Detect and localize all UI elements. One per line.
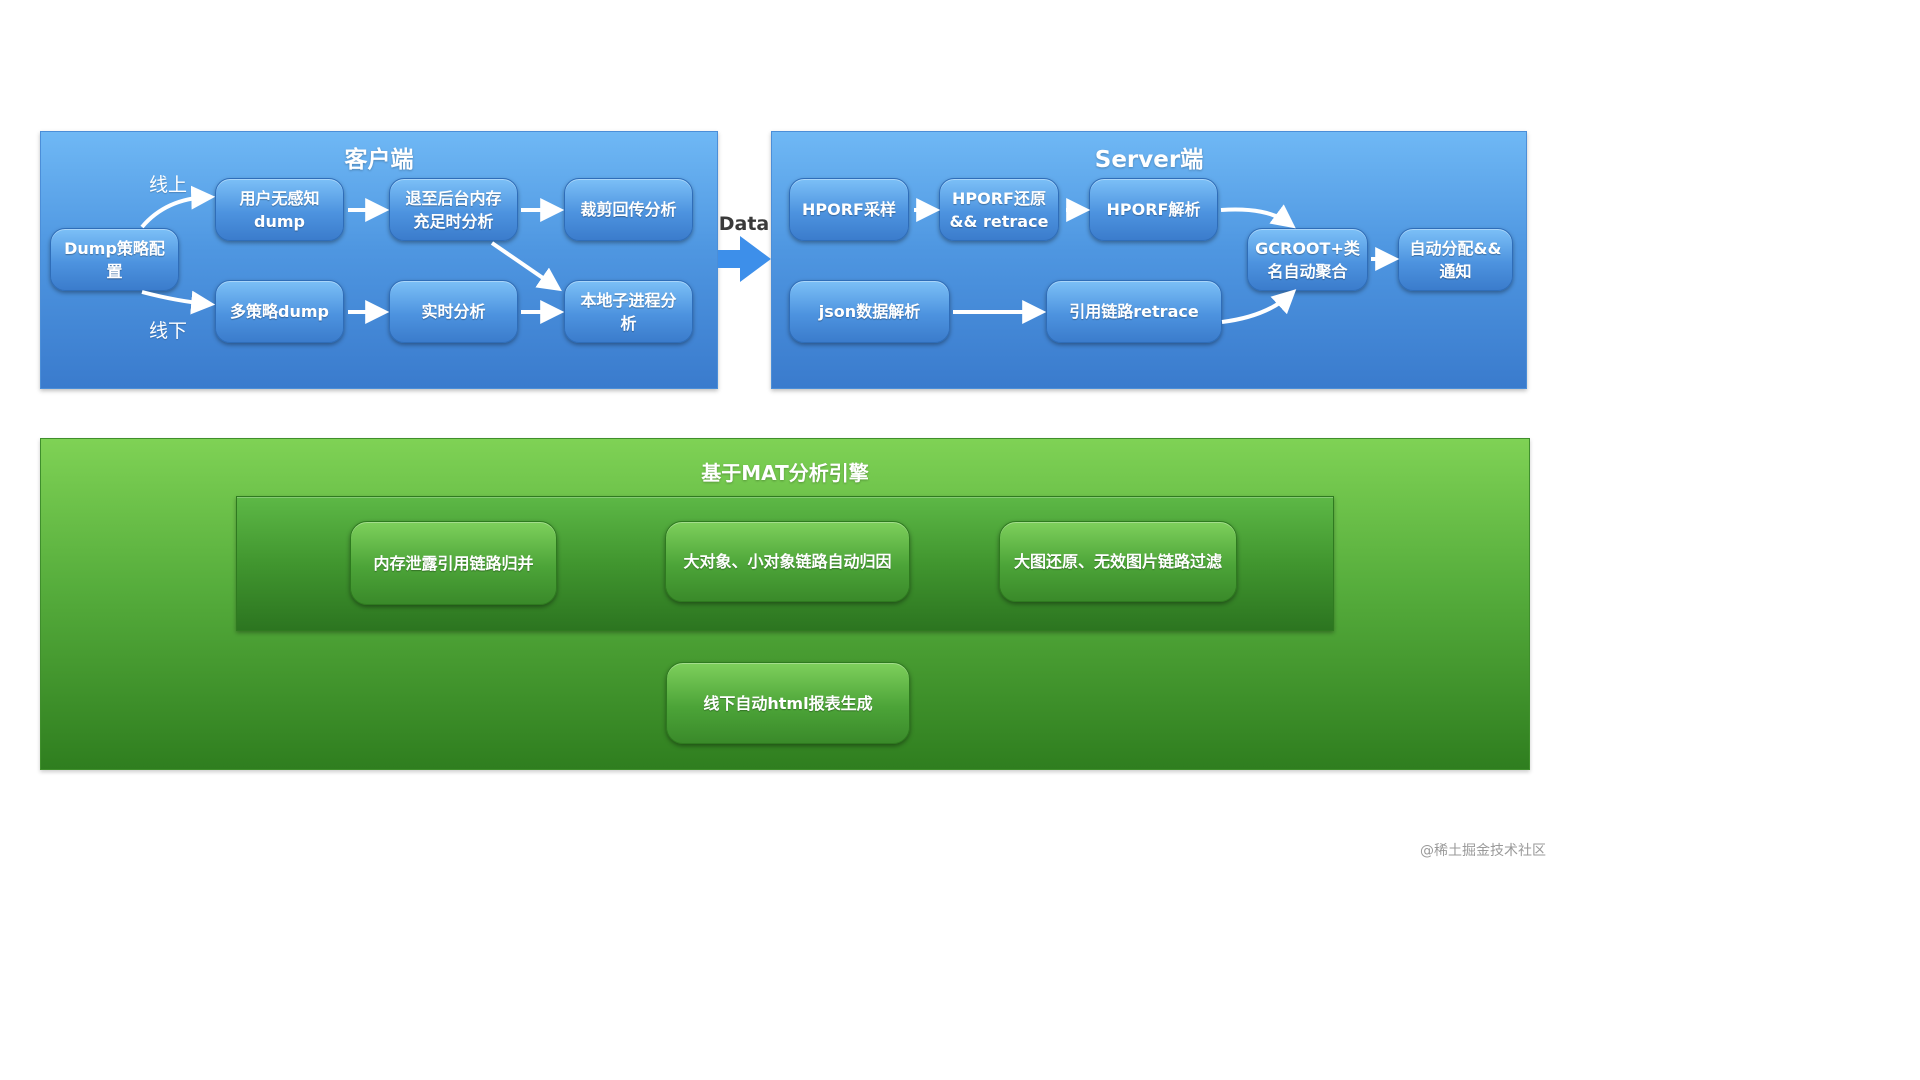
ref-retrace-label: 引用链路retrace bbox=[1069, 302, 1199, 321]
auto-dispatch-node: 自动分配&& 通知 bbox=[1398, 228, 1513, 291]
watermark: @稀土掘金技术社区 bbox=[1420, 843, 1546, 859]
report-generation-label: 线下自动html报表生成 bbox=[703, 693, 873, 713]
silent-dump-label: 用户无感知 dump bbox=[239, 188, 320, 231]
multi-dump-node: 多策略dump bbox=[215, 280, 344, 343]
realtime-analysis-node: 实时分析 bbox=[389, 280, 518, 343]
hprof-parse-node: HPORF解析 bbox=[1089, 178, 1218, 241]
engine-item-label: 大对象、小对象链路自动归因 bbox=[683, 552, 892, 571]
server-panel-title: Server端 bbox=[1094, 147, 1204, 173]
client-panel-title: 客户端 bbox=[344, 147, 414, 173]
silent-dump-node: 用户无感知 dump bbox=[215, 178, 344, 241]
json-parse-node: json数据解析 bbox=[789, 280, 950, 343]
hprof-parse-label: HPORF解析 bbox=[1106, 200, 1201, 219]
multi-dump-label: 多策略dump bbox=[230, 302, 329, 321]
data-arrow-label: Data bbox=[718, 213, 770, 235]
hprof-sample-label: HPORF采样 bbox=[802, 200, 896, 219]
auto-dispatch-label: 自动分配&& 通知 bbox=[1409, 238, 1502, 281]
engine-item-label: 内存泄露引用链路归并 bbox=[373, 553, 534, 573]
online-label: 线上 bbox=[149, 174, 188, 196]
engine-item-leak-merge: 内存泄露引用链路归并 bbox=[350, 521, 557, 605]
offline-label: 线下 bbox=[149, 320, 188, 342]
data-arrow-icon bbox=[718, 236, 771, 282]
crop-upload-node: 裁剪回传分析 bbox=[564, 178, 693, 241]
gcroot-agg-label: GCROOT+类 名自动聚合 bbox=[1255, 238, 1360, 281]
hprof-sample-node: HPORF采样 bbox=[789, 178, 909, 241]
engine-item-image-filter: 大图还原、无效图片链路过滤 bbox=[999, 521, 1237, 602]
dump-config-node: Dump策略配置 bbox=[50, 228, 179, 291]
json-parse-label: json数据解析 bbox=[818, 302, 921, 321]
hprof-restore-node: HPORF还原 && retrace bbox=[939, 178, 1059, 241]
ref-retrace-node: 引用链路retrace bbox=[1046, 280, 1222, 343]
realtime-analysis-label: 实时分析 bbox=[421, 302, 486, 321]
crop-upload-label: 裁剪回传分析 bbox=[580, 200, 677, 219]
gcroot-agg-node: GCROOT+类 名自动聚合 bbox=[1247, 228, 1368, 291]
report-generation-node: 线下自动html报表生成 bbox=[666, 662, 910, 744]
background-analysis-label: 退至后台内存 充足时分析 bbox=[405, 188, 502, 231]
local-subprocess-node: 本地子进程分 析 bbox=[564, 280, 693, 343]
dump-config-label: Dump策略配置 bbox=[64, 238, 165, 281]
local-subprocess-label: 本地子进程分 析 bbox=[580, 290, 677, 333]
background-analysis-node: 退至后台内存 充足时分析 bbox=[389, 178, 518, 241]
engine-panel-title: 基于MAT分析引擎 bbox=[701, 461, 869, 485]
engine-item-label: 大图还原、无效图片链路过滤 bbox=[1013, 552, 1222, 571]
diagram-canvas: 客户端 Server端 Dump策略配置 线上 线下 用户无感知 dump 退至… bbox=[40, 131, 1546, 859]
hprof-restore-label: HPORF还原 && retrace bbox=[949, 188, 1049, 231]
engine-item-object-attribution: 大对象、小对象链路自动归因 bbox=[665, 521, 910, 602]
